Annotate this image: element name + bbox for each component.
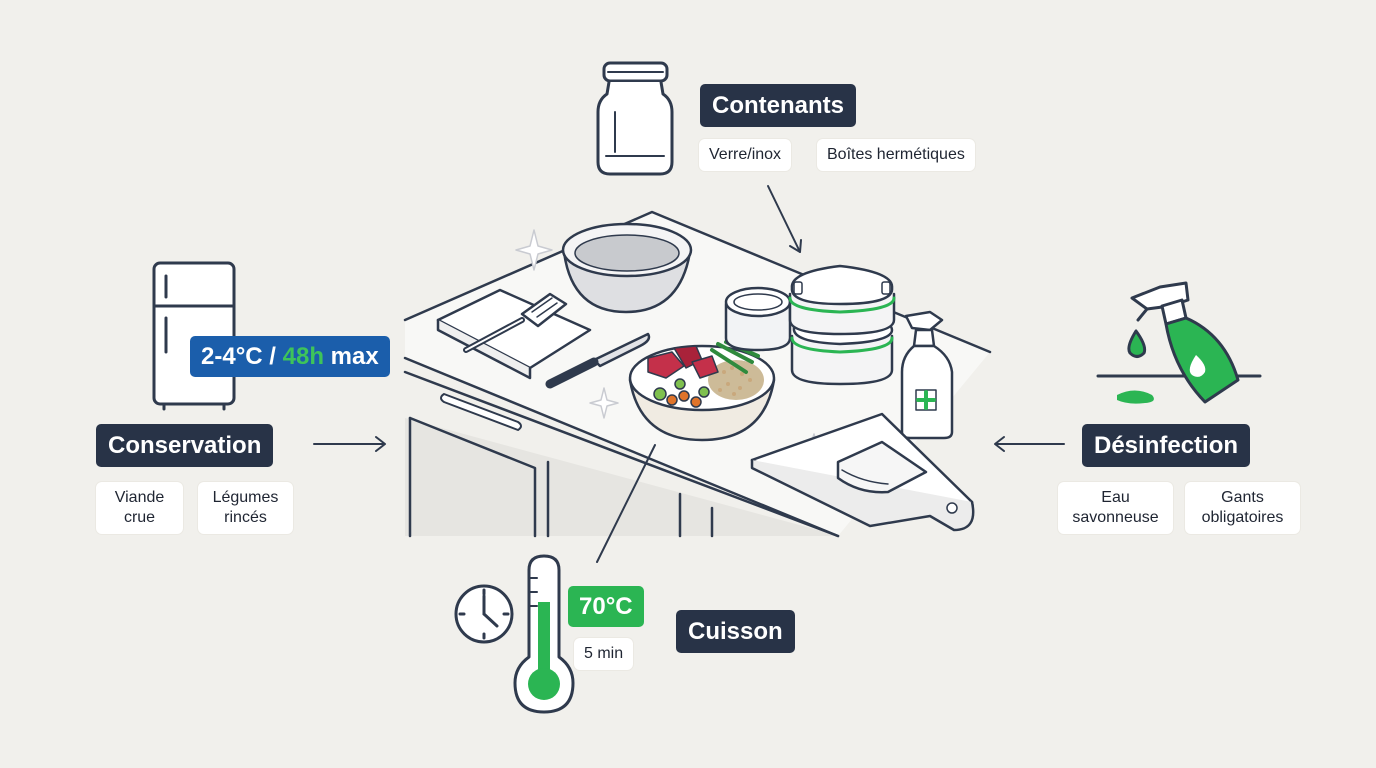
desinfection-title: Désinfection — [1082, 424, 1251, 467]
towel-spatula-icon — [436, 288, 592, 380]
chip-viande-crue-line1: Viande — [114, 489, 165, 506]
spray-bottle-icon — [1096, 281, 1262, 404]
knife-icon — [545, 332, 651, 389]
clock-icon — [454, 584, 514, 644]
counter-spray-icon — [900, 310, 954, 440]
chip-viande-crue-line2: crue — [123, 509, 156, 526]
airtight-boxes-icon — [788, 264, 896, 386]
conservation-temperature-range: 2-4°C / — [201, 343, 283, 370]
cuisson-title: Cuisson — [676, 610, 795, 653]
chip-eau-savonneuse-line1: Eau — [1101, 489, 1130, 506]
metal-bowl-icon — [561, 222, 693, 314]
chip-gants-obligatoires-line1: Gants — [1221, 489, 1264, 506]
cuisson-duration-chip: 5 min — [574, 638, 634, 670]
cutting-board-icon — [750, 412, 975, 532]
chip-gants-obligatoires-line2: obligatoires — [1201, 509, 1284, 526]
connector-arrows — [313, 185, 1065, 563]
food-bowl-icon — [628, 340, 776, 442]
chip-legumes-rinces-line1: Légumes — [212, 489, 279, 506]
chip-boites-hermetiques: Boîtes hermétiques — [817, 139, 975, 171]
conservation-temperature-badge: 2-4°C / 48h max — [190, 336, 390, 377]
conservation-title: Conservation — [96, 424, 274, 467]
conservation-duration: 48h — [282, 343, 324, 370]
chip-gants-obligatoires: Gants obligatoires — [1185, 482, 1300, 534]
small-jar-icon — [724, 286, 792, 352]
jar-icon — [596, 61, 674, 176]
chip-verre-inox: Verre/inox — [699, 139, 792, 171]
chip-legumes-rinces: Légumes rincés — [198, 482, 293, 534]
conservation-max-label: max — [323, 343, 379, 370]
thermometer-icon — [513, 554, 575, 714]
chip-eau-savonneuse-line2: savonneuse — [1072, 509, 1159, 526]
contenants-title: Contenants — [700, 84, 856, 127]
cuisson-temperature-badge: 70°C — [568, 586, 644, 627]
chip-eau-savonneuse: Eau savonneuse — [1058, 482, 1173, 534]
chip-legumes-rinces-line2: rincés — [224, 509, 267, 526]
chip-viande-crue: Viande crue — [96, 482, 183, 534]
